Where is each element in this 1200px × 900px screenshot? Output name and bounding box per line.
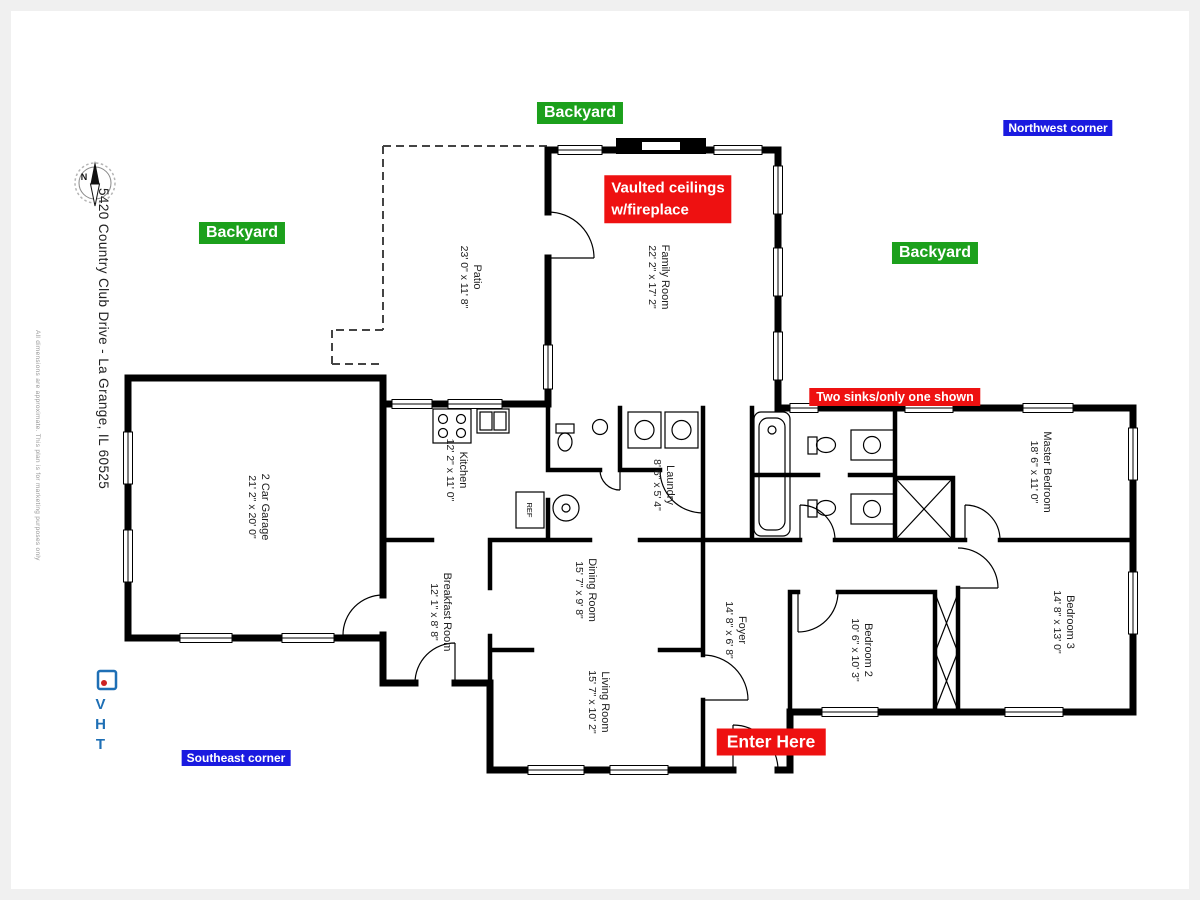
room-dims: 21' 2" x 20' 0" — [245, 475, 258, 539]
room-label-dining-room: Dining Room 15' 7" x 9' 8" — [571, 558, 599, 622]
vht-logo: VHT — [92, 668, 122, 756]
room-name: Living Room — [598, 671, 611, 733]
toilet-icon — [815, 436, 837, 454]
southeast-corner-label: Southeast corner — [181, 750, 291, 766]
room-dims: 12' 1" x 8' 8" — [427, 583, 440, 641]
room-name: Breakfast Room — [440, 572, 453, 652]
disclaimer-text: All dimensions are approximate. This pla… — [34, 330, 41, 561]
washer-icon — [627, 411, 662, 449]
room-name: Patio — [470, 264, 483, 290]
room-dims: 23' 0" x 11' 8" — [457, 245, 470, 309]
northwest-corner-label: Northwest corner — [1003, 120, 1113, 136]
bath-fixtures — [753, 411, 896, 537]
powder-toilet-icon — [557, 432, 573, 452]
room-name: Foyer — [735, 615, 748, 645]
room-dims: 10' 6" x 10' 3" — [848, 618, 861, 682]
toilet-icon — [815, 499, 837, 517]
vht-logo-text: VHT — [92, 696, 109, 756]
room-label-master-bedroom: Master Bedroom 18' 6" x 11' 0" — [1026, 431, 1054, 512]
room-label-bedroom-2: Bedroom 2 10' 6" x 10' 3" — [847, 618, 875, 681]
room-dims: 15' 7" x 9' 8" — [572, 561, 585, 619]
dryer-icon — [664, 411, 699, 449]
room-dims: 15' 7" x 10' 2" — [585, 670, 598, 734]
windows — [123, 145, 1138, 775]
compass-icon: N — [74, 161, 116, 207]
room-label-family-room: Family Room 22' 2" x 17' 2" — [644, 245, 672, 310]
stove-icon — [432, 408, 472, 444]
compass-north-label: N — [81, 172, 88, 182]
vaulted-ceilings-label: Vaulted ceilings w/fireplace — [604, 175, 732, 223]
closets — [896, 479, 958, 709]
refrigerator-icon — [515, 491, 545, 529]
room-dims: 22' 2" x 17' 2" — [645, 245, 658, 309]
bath-sink-icon — [862, 435, 882, 455]
room-label-kitchen: Kitchen 12' 2" x 11' 0" — [442, 439, 470, 502]
refrigerator-label: REF — [525, 503, 534, 518]
room-name: Dining Room — [585, 558, 598, 622]
room-dims: 14' 8" x 6' 8" — [722, 601, 735, 659]
bathtub-icon — [753, 411, 791, 537]
patio-outline — [331, 145, 548, 365]
fireplace — [616, 138, 706, 154]
two-sinks-label: Two sinks/only one shown — [809, 388, 981, 406]
laundry-fixtures — [552, 411, 699, 522]
kitchen-fixtures: REF — [432, 408, 545, 529]
powder-sink-icon — [591, 418, 609, 436]
room-label-breakfast-room: Breakfast Room 12' 1" x 8' 8" — [426, 573, 454, 652]
doors — [342, 211, 1001, 771]
vht-logo-icon — [95, 668, 119, 692]
room-name: Kitchen — [456, 451, 469, 489]
bath-sink-icon — [862, 499, 882, 519]
room-dims: 12' 2" x 11' 0" — [443, 438, 456, 502]
room-name: Family Room — [658, 244, 671, 310]
enter-here-label: Enter Here — [716, 728, 826, 756]
plan-canvas — [11, 11, 1189, 889]
room-label-laundry: Laundry 8' 6" x 5' 4" — [649, 459, 677, 511]
backyard-label-left: Backyard — [198, 222, 286, 244]
room-dims: 18' 6" x 11' 0" — [1027, 440, 1040, 504]
room-name: Master Bedroom — [1040, 431, 1053, 513]
water-heater-icon — [552, 494, 580, 522]
property-address: 5420 Country Club Drive - La Grange, IL … — [96, 188, 111, 490]
room-label-foyer: Foyer 14' 8" x 6' 8" — [721, 601, 749, 659]
room-label-patio: Patio 23' 0" x 11' 8" — [456, 246, 484, 309]
backyard-label-top: Backyard — [536, 102, 624, 124]
backyard-label-right: Backyard — [891, 242, 979, 264]
room-name: Bedroom 3 — [1063, 595, 1076, 649]
room-name: 2 Car Garage — [258, 473, 271, 541]
room-label-bedroom-3: Bedroom 3 14' 8" x 13' 0" — [1049, 590, 1077, 653]
room-dims: 14' 8" x 13' 0" — [1050, 590, 1063, 654]
kitchen-sink-icon — [476, 408, 510, 434]
room-name: Laundry — [663, 465, 676, 505]
room-label-garage: 2 Car Garage 21' 2" x 20' 0" — [244, 474, 272, 541]
room-name: Bedroom 2 — [861, 623, 874, 677]
room-label-living-room: Living Room 15' 7" x 10' 2" — [584, 670, 612, 733]
room-dims: 8' 6" x 5' 4" — [650, 459, 663, 511]
